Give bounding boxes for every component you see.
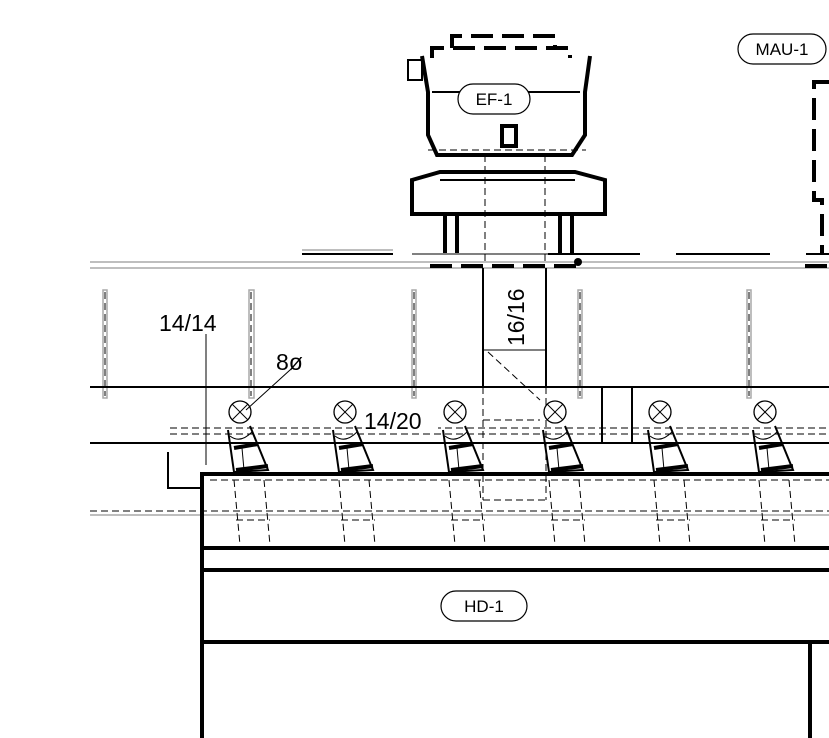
- diffuser-5: [647, 400, 691, 546]
- tag-hd-1-label: HD-1: [464, 597, 504, 616]
- diffuser-6: [752, 400, 796, 546]
- tag-mau-1-label: MAU-1: [756, 40, 809, 59]
- joist-posts: [102, 289, 752, 399]
- riser-duct: [482, 268, 547, 501]
- diffuser-3: [442, 400, 486, 546]
- tag-mau-1: MAU-1: [737, 33, 827, 65]
- diffuser-4: [542, 400, 586, 546]
- kitchen-hood: [200, 472, 829, 738]
- tag-ef-1-label: EF-1: [476, 90, 513, 109]
- diffuser-group: [227, 400, 796, 546]
- tag-hd-1: HD-1: [440, 590, 528, 622]
- diffuser-2: [332, 400, 376, 546]
- exhaust-fan: [407, 34, 610, 268]
- main-duct: [90, 386, 829, 516]
- tag-ef-1: EF-1: [457, 83, 531, 115]
- dim-main-duct: 14/20: [364, 408, 422, 434]
- roof-line: [90, 249, 829, 269]
- dim-riser-duct: 16/16: [503, 288, 529, 346]
- leader-lines: [205, 334, 291, 465]
- dim-diffuser-neck: 8ø: [276, 349, 303, 375]
- dim-branch-duct: 14/14: [159, 310, 217, 336]
- diffuser-1: [227, 400, 271, 546]
- makeup-air-unit: [805, 80, 829, 268]
